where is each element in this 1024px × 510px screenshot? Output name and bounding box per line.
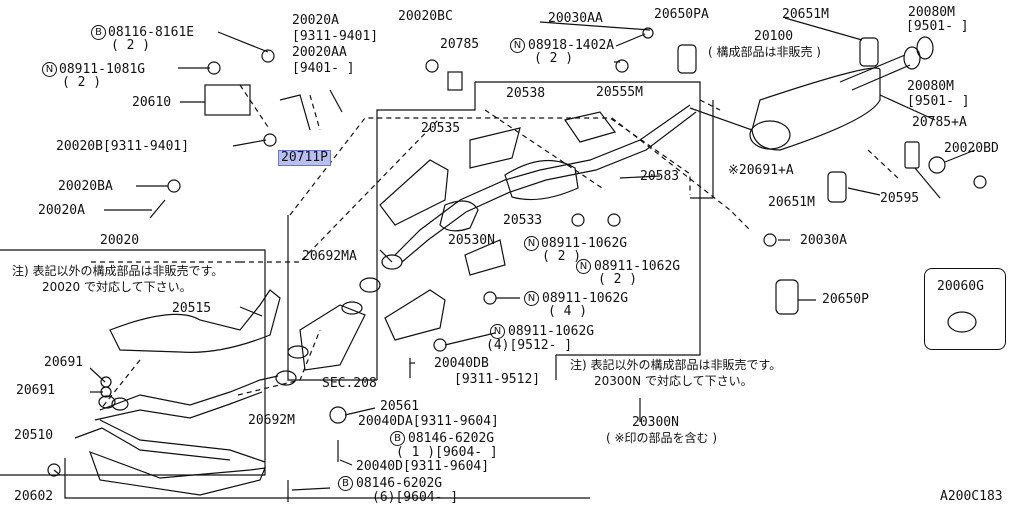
part-08918-1402A[interactable]: 08918-1402A xyxy=(528,38,615,53)
part-20510[interactable]: 20510 xyxy=(14,428,54,443)
note-20300N-line1: 注) 表記以外の構成部品は非販売です。 xyxy=(570,358,782,372)
part-20040DB[interactable]: 20040DB xyxy=(434,356,489,371)
part-20650PA[interactable]: 20650PA xyxy=(654,7,709,22)
part-20785[interactable]: 20785 xyxy=(440,37,480,52)
section-ref-208[interactable]: SEC.208 xyxy=(322,376,377,391)
part-20595[interactable]: 20595 xyxy=(880,191,920,206)
part-20691A[interactable]: ※20691+A xyxy=(728,163,794,178)
note-20300N-line2: 20300N で対応して下さい。 xyxy=(594,374,753,388)
part-08911-1081G[interactable]: 08911-1081G xyxy=(59,62,146,77)
part-20602[interactable]: 20602 xyxy=(14,489,54,504)
range-20040DB: [9311-9512] xyxy=(454,372,541,387)
nut-prefix-n-icon: N xyxy=(524,291,539,306)
part-20651M-top[interactable]: 20651M xyxy=(782,7,829,22)
part-20020BA[interactable]: 20020BA xyxy=(58,179,113,194)
heat-shields xyxy=(379,111,617,341)
part-08146-6202G-b[interactable]: 08146-6202G xyxy=(356,476,443,491)
part-20020AA[interactable]: 20020AA xyxy=(292,45,347,60)
qty-08116: ( 2 ) xyxy=(111,38,151,53)
range-20020AA: [9401- ] xyxy=(292,61,355,76)
part-20040DA[interactable]: 20040DA[9311-9604] xyxy=(358,414,499,429)
center-pipe xyxy=(381,104,697,270)
part-20020[interactable]: 20020 xyxy=(100,233,140,248)
note-20100: ( 構成部品は非販売 ) xyxy=(708,45,821,59)
qty-08146-a: ( 1 )[9604- ] xyxy=(396,445,498,460)
nut-prefix-n-icon: N xyxy=(510,38,525,53)
part-08911-1062G-b[interactable]: 08911-1062G xyxy=(594,259,681,274)
catalytic-converter xyxy=(275,277,381,386)
part-20080M-top[interactable]: 20080M xyxy=(908,5,955,20)
part-20020A-top[interactable]: 20020A xyxy=(292,13,339,28)
part-20020BC[interactable]: 20020BC xyxy=(398,9,453,24)
nut-prefix-n-icon: N xyxy=(524,236,539,251)
dashed-leaders xyxy=(90,84,901,411)
part-20650P[interactable]: 20650P xyxy=(822,292,869,307)
range-20080M-2: [9501- ] xyxy=(907,94,970,109)
qty-08911-1062G-d: (4)[9512- ] xyxy=(486,338,573,353)
part-20692MA[interactable]: 20692MA xyxy=(302,249,357,264)
part-20538[interactable]: 20538 xyxy=(506,86,546,101)
frames xyxy=(0,81,714,499)
part-20583[interactable]: 20583 xyxy=(640,169,680,184)
part-20300N[interactable]: 20300N xyxy=(632,415,679,430)
note-20020-line1: 注) 表記以外の構成部品は非販売です。 xyxy=(12,264,224,278)
diagram-code: A200C183 xyxy=(940,489,1003,504)
nut-prefix-n-icon: N xyxy=(42,62,57,77)
part-20020B[interactable]: 20020B[9311-9401] xyxy=(56,139,190,154)
nut-prefix-n-icon: N xyxy=(576,259,591,274)
note-20020-line2: 20020 で対応して下さい。 xyxy=(42,280,192,294)
part-20030A[interactable]: 20030A xyxy=(800,233,847,248)
part-20610[interactable]: 20610 xyxy=(132,95,172,110)
note-20300N: ( ※印の部品を含む ) xyxy=(606,431,718,445)
part-20711P-highlighted[interactable]: 20711P xyxy=(278,150,331,166)
qty-08146-b: (6)[9604- ] xyxy=(372,490,459,505)
leader-lines xyxy=(53,17,976,491)
part-20785A[interactable]: 20785+A xyxy=(912,115,967,130)
qty-08918: ( 2 ) xyxy=(534,51,574,66)
range-20020A-top: [9311-9401] xyxy=(292,29,379,44)
part-08911-1062G-c[interactable]: 08911-1062G xyxy=(542,291,629,306)
part-08116-8161E[interactable]: 08116-8161E xyxy=(108,25,195,40)
part-20691-a[interactable]: 20691 xyxy=(44,355,84,370)
part-20651M-bottom[interactable]: 20651M xyxy=(768,195,815,210)
part-20692M[interactable]: 20692M xyxy=(248,413,295,428)
range-20080M-top: [9501- ] xyxy=(906,19,969,34)
bolt-prefix-b-icon: B xyxy=(91,25,106,40)
part-20020BD[interactable]: 20020BD xyxy=(944,141,999,156)
part-20040D[interactable]: 20040D[9311-9604] xyxy=(356,459,490,474)
part-08146-6202G-a[interactable]: 08146-6202G xyxy=(408,431,495,446)
part-20691-b[interactable]: 20691 xyxy=(16,383,56,398)
part-20515[interactable]: 20515 xyxy=(172,301,212,316)
qty-08911-1081G: ( 2 ) xyxy=(62,75,102,90)
part-20535[interactable]: 20535 xyxy=(421,121,461,136)
qty-08911-1062G-b: ( 2 ) xyxy=(598,272,638,287)
part-20555M[interactable]: 20555M xyxy=(596,85,643,100)
qty-08911-1062G-c: ( 4 ) xyxy=(548,304,588,319)
mounts xyxy=(677,37,920,315)
nut-prefix-n-icon: N xyxy=(490,324,505,339)
part-20060G[interactable]: 20060G xyxy=(937,279,984,294)
qty-08911-1062G-a: ( 2 ) xyxy=(542,249,582,264)
part-20530N[interactable]: 20530N xyxy=(448,233,495,248)
part-20030AA[interactable]: 20030AA xyxy=(548,11,603,26)
part-20533[interactable]: 20533 xyxy=(503,213,543,228)
part-08911-1062G-d[interactable]: 08911-1062G xyxy=(508,324,595,339)
front-pipe xyxy=(89,289,281,496)
part-20060G-box[interactable] xyxy=(924,268,1006,350)
bolt-prefix-b-icon: B xyxy=(338,476,353,491)
main-muffler xyxy=(689,36,936,151)
part-20100[interactable]: 20100 xyxy=(754,29,794,44)
part-08911-1062G-a[interactable]: 08911-1062G xyxy=(541,236,628,251)
part-20020A-bottom[interactable]: 20020A xyxy=(38,203,85,218)
part-20561[interactable]: 20561 xyxy=(380,399,420,414)
part-20080M-2[interactable]: 20080M xyxy=(907,79,954,94)
bolt-prefix-b-icon: B xyxy=(390,431,405,446)
